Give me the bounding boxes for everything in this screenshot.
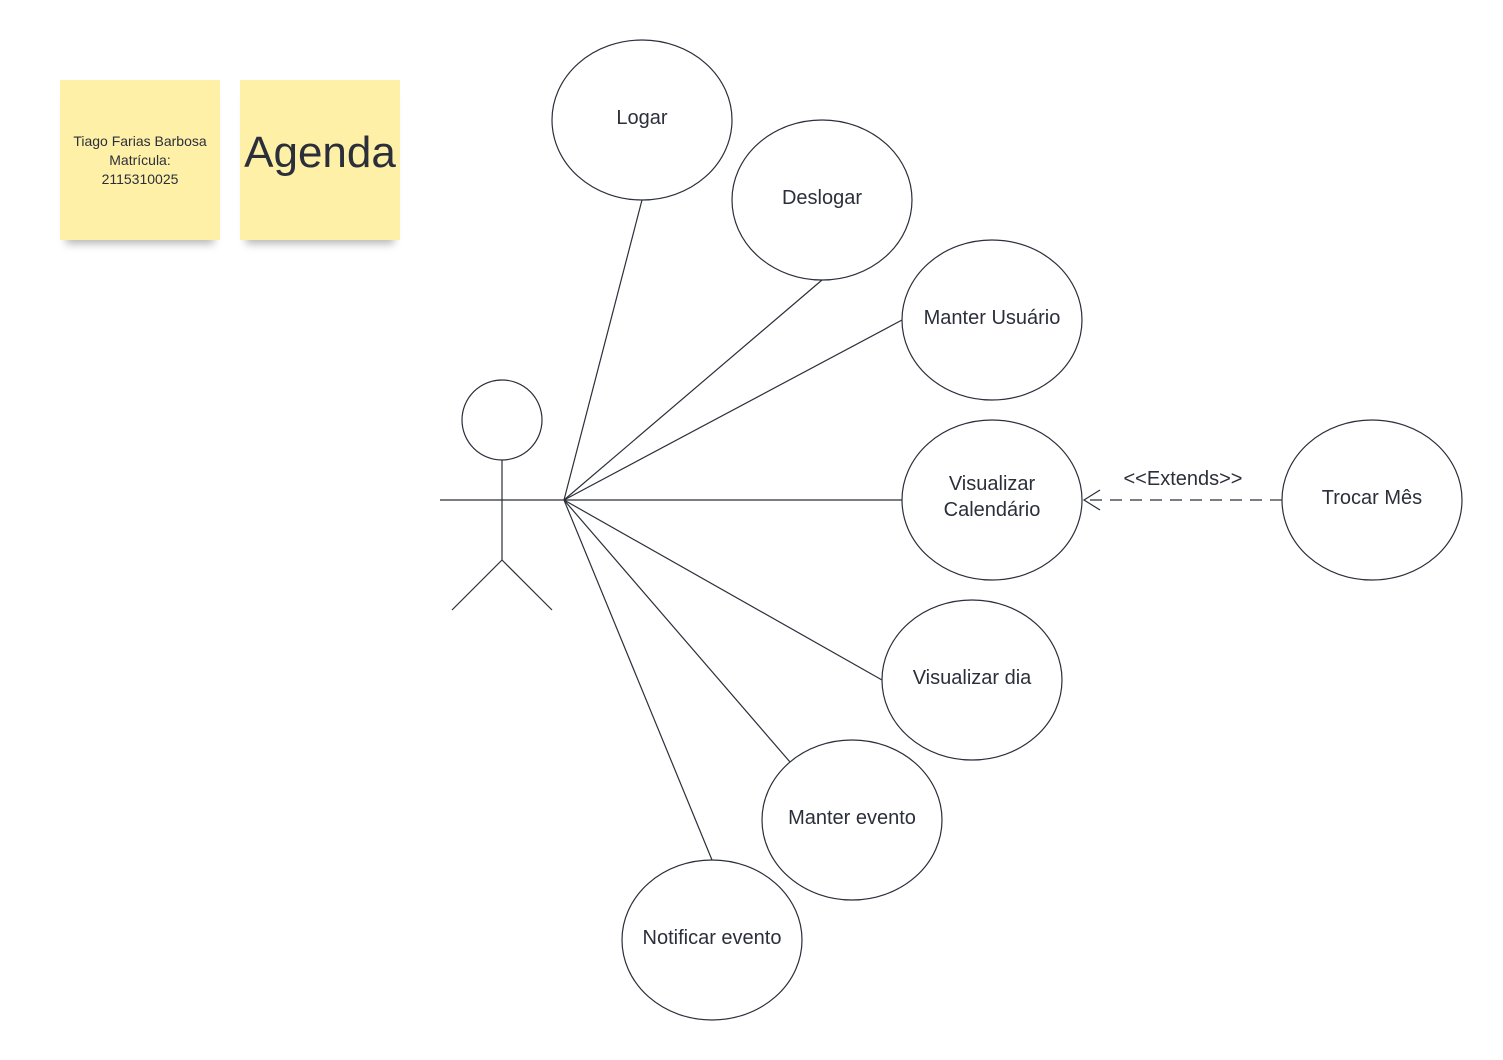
sticky-note-title[interactable]: Agenda [240, 80, 400, 240]
use-case-logar[interactable] [551, 39, 733, 201]
author-name: Tiago Farias Barbosa [73, 132, 207, 149]
actor-figure[interactable] [440, 379, 565, 611]
label-visualizar-calendario-line1: Visualizar [949, 473, 1036, 495]
association-deslogar[interactable] [563, 279, 823, 501]
association-manter-evento[interactable] [563, 499, 791, 763]
label-visualizar-dia: Visualizar dia [913, 667, 1032, 689]
association-notificar-evento[interactable] [563, 499, 713, 861]
author-matricula-number: 2115310025 [101, 170, 179, 187]
use-case-manter-usuario[interactable] [901, 239, 1083, 401]
author-info: Tiago Farias Barbosa Matrícula: 21153100… [60, 132, 220, 189]
diagram-title: Agenda [244, 128, 396, 177]
actor-right-leg [501, 559, 553, 611]
use-case-manter-evento[interactable] [761, 739, 943, 901]
association-logar[interactable] [563, 199, 643, 501]
actor-head [461, 379, 543, 461]
label-manter-usuario: Manter Usuário [924, 307, 1061, 329]
label-deslogar: Deslogar [782, 187, 862, 209]
extends-label: <<Extends>> [1124, 468, 1243, 490]
use-case-deslogar[interactable] [731, 119, 913, 281]
association-manter-usuario[interactable] [563, 319, 903, 501]
label-trocar-mes: Trocar Mês [1322, 487, 1422, 509]
label-manter-evento: Manter evento [788, 807, 916, 829]
use-case-visualizar-dia[interactable] [881, 599, 1063, 761]
use-case-visualizar-calendario[interactable] [901, 419, 1083, 581]
extends-arrowhead [1082, 489, 1101, 511]
label-visualizar-calendario-line2: Calendário [944, 499, 1041, 521]
label-logar: Logar [616, 107, 667, 129]
actor-left-leg [451, 559, 503, 611]
sticky-note-author[interactable]: Tiago Farias Barbosa Matrícula: 21153100… [60, 80, 220, 240]
use-case-notificar-evento[interactable] [621, 859, 803, 1021]
label-notificar-evento: Notificar evento [643, 927, 782, 949]
author-matricula-label: Matrícula: [109, 151, 171, 168]
association-visualizar-dia[interactable] [563, 499, 883, 681]
use-case-trocar-mes[interactable] [1281, 419, 1463, 581]
